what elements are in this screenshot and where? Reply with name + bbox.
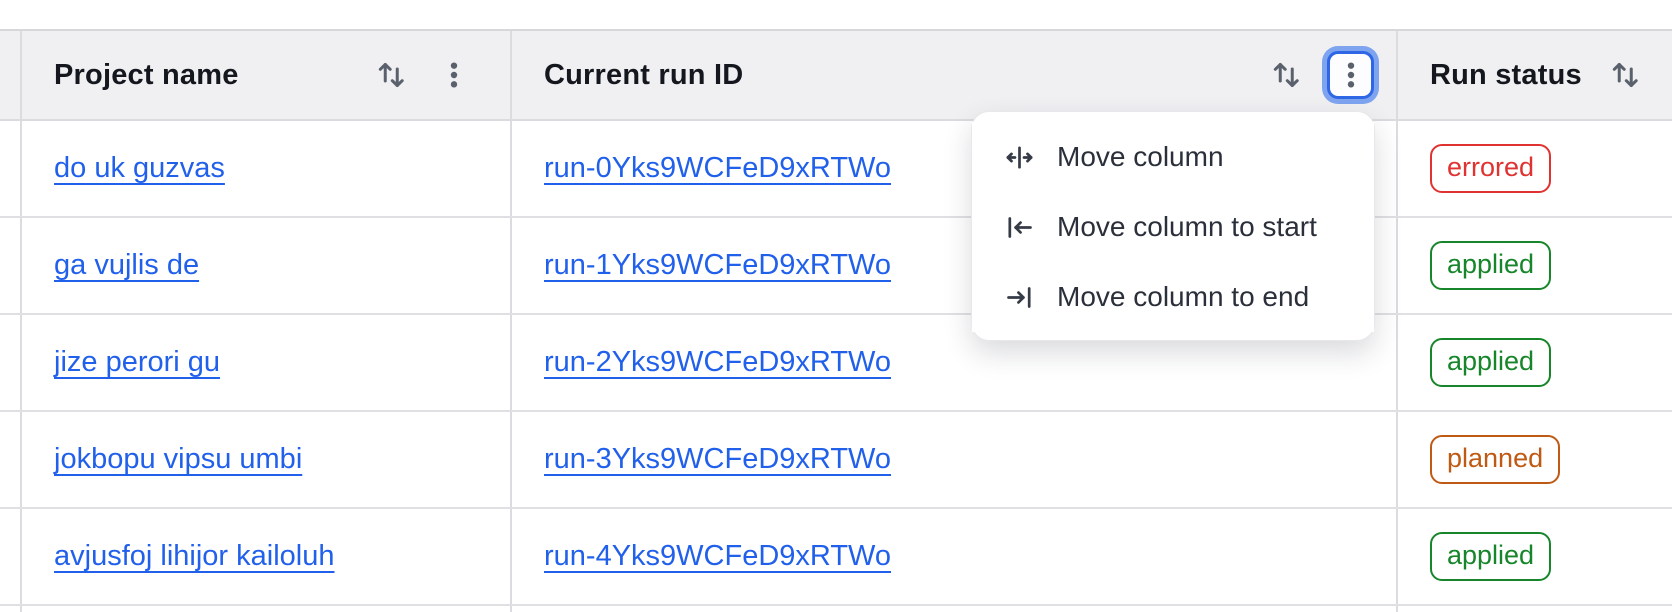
- run-id-link[interactable]: run-1Yks9WCFeD9xRTWo: [544, 249, 892, 281]
- column-header-project-name: Project name: [22, 31, 512, 119]
- run-id-column-menu-button-focused[interactable]: [1327, 51, 1374, 99]
- run-id-cell: run-0Yks9WCFeD9xRTWo: [512, 121, 1398, 216]
- table-row: do uk guzvas run-0Yks9WCFeD9xRTWo errore…: [0, 121, 1672, 218]
- project-link[interactable]: do uk guzvas: [54, 152, 225, 184]
- table-row-partial: [0, 606, 1672, 612]
- menu-item-label: Move column: [1057, 141, 1224, 172]
- gutter-cell: [0, 218, 22, 313]
- runs-table: Project name Current run ID Run status: [0, 29, 1672, 612]
- gutter-cell: [0, 509, 22, 604]
- status-badge: errored: [1430, 143, 1552, 194]
- table-row: avjusfoj lihijor kailoluh run-4Yks9WCFeD…: [0, 509, 1672, 606]
- kebab-menu-icon: [450, 62, 458, 88]
- status-badge: planned: [1430, 434, 1561, 485]
- project-link[interactable]: avjusfoj lihijor kailoluh: [54, 540, 335, 572]
- run-id-link[interactable]: run-4Yks9WCFeD9xRTWo: [544, 540, 892, 572]
- gutter-cell: [0, 315, 22, 410]
- run-id-cell: run-2Yks9WCFeD9xRTWo: [512, 315, 1398, 410]
- run-id-link[interactable]: run-2Yks9WCFeD9xRTWo: [544, 346, 892, 378]
- table-row: jize perori gu run-2Yks9WCFeD9xRTWo appl…: [0, 315, 1672, 412]
- gutter-cell: [0, 121, 22, 216]
- page-top-margin: [0, 0, 1672, 29]
- table-header-row: Project name Current run ID Run status: [0, 29, 1672, 121]
- run-status-cell: applied: [1398, 315, 1672, 410]
- kebab-menu-icon: [1347, 62, 1354, 88]
- column-header-current-run-id: Current run ID: [512, 31, 1398, 119]
- run-status-cell: errored: [1398, 121, 1672, 216]
- run-status-cell: applied: [1398, 218, 1672, 313]
- menu-item-label: Move column to end: [1057, 281, 1310, 312]
- project-name-cell: [22, 606, 512, 612]
- status-badge: applied: [1430, 240, 1552, 291]
- sort-arrows-icon[interactable]: [374, 57, 410, 93]
- menu-item-label: Move column to start: [1057, 211, 1317, 242]
- run-status-header-label: Run status: [1430, 58, 1582, 91]
- project-name-cell: jokbopu vipsu umbi: [22, 412, 512, 507]
- run-id-cell: [512, 606, 1398, 612]
- run-status-cell: [1398, 606, 1672, 612]
- move-column-start-icon: [1008, 216, 1032, 238]
- move-column-end-icon: [1007, 286, 1031, 308]
- project-column-menu-button[interactable]: [438, 59, 470, 91]
- table-row: ga vujlis de run-1Yks9WCFeD9xRTWo applie…: [0, 218, 1672, 315]
- column-header-run-status: Run status: [1398, 31, 1672, 119]
- gutter-cell: [0, 606, 22, 612]
- project-link[interactable]: jize perori gu: [54, 346, 221, 378]
- menu-item-move-column-to-end[interactable]: Move column to end: [972, 262, 1374, 332]
- run-id-link[interactable]: run-3Yks9WCFeD9xRTWo: [544, 443, 892, 475]
- run-status-cell: applied: [1398, 509, 1672, 604]
- gutter-column-header: [0, 31, 22, 119]
- project-name-cell: jize perori gu: [22, 315, 512, 410]
- run-id-link[interactable]: run-0Yks9WCFeD9xRTWo: [544, 152, 892, 184]
- run-id-cell: run-3Yks9WCFeD9xRTWo: [512, 412, 1398, 507]
- project-name-cell: do uk guzvas: [22, 121, 512, 216]
- project-name-cell: ga vujlis de: [22, 218, 512, 313]
- run-id-cell: run-4Yks9WCFeD9xRTWo: [512, 509, 1398, 604]
- project-link[interactable]: ga vujlis de: [54, 249, 200, 281]
- status-badge: applied: [1430, 531, 1552, 582]
- run-status-cell: planned: [1398, 412, 1672, 507]
- current-run-id-header-label: Current run ID: [544, 58, 744, 91]
- project-name-cell: avjusfoj lihijor kailoluh: [22, 509, 512, 604]
- column-options-menu: Move column Move column to start Move co…: [971, 111, 1375, 341]
- gutter-cell: [0, 412, 22, 507]
- status-badge: applied: [1430, 337, 1552, 388]
- run-id-cell: run-1Yks9WCFeD9xRTWo: [512, 218, 1398, 313]
- project-link[interactable]: jokbopu vipsu umbi: [54, 443, 303, 475]
- sort-arrows-icon[interactable]: [1608, 57, 1644, 93]
- menu-item-move-column[interactable]: Move column: [972, 122, 1374, 192]
- table-row: jokbopu vipsu umbi run-3Yks9WCFeD9xRTWo …: [0, 412, 1672, 509]
- move-column-icon: [1006, 145, 1033, 169]
- sort-arrows-icon[interactable]: [1269, 57, 1305, 93]
- menu-item-move-column-to-start[interactable]: Move column to start: [972, 192, 1374, 262]
- project-name-header-label: Project name: [54, 58, 239, 91]
